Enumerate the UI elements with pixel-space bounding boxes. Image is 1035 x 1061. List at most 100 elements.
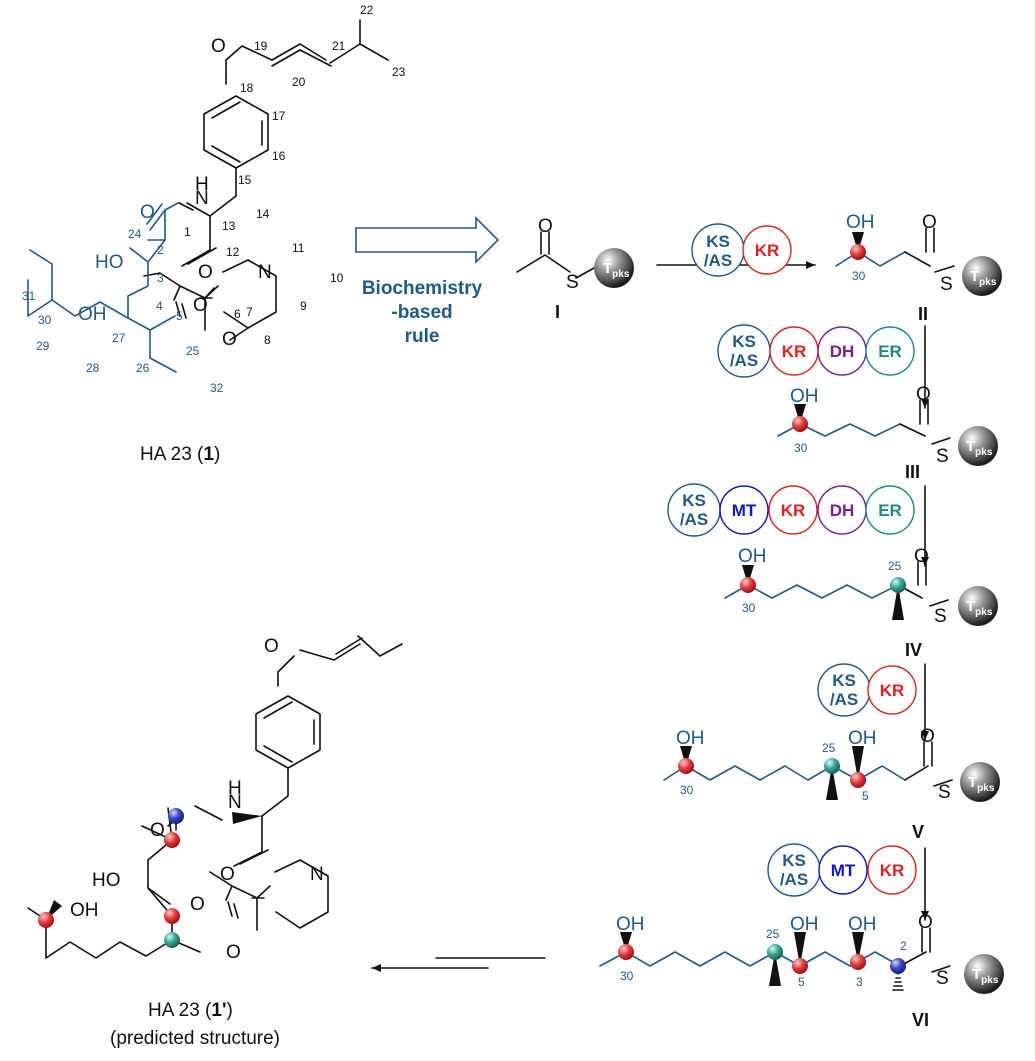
- intermediate-V: OH OH 30 25 5 O S Tpks V: [663, 726, 1000, 842]
- atom-o-ester: O: [193, 295, 208, 316]
- svg-text:ER: ER: [878, 342, 902, 361]
- compound-1-atom-labels: N H O O N O O O HO OH: [78, 36, 272, 350]
- num-5: 5: [176, 309, 183, 323]
- num-c30: 30: [852, 269, 866, 283]
- svg-text:N: N: [310, 864, 324, 885]
- num-11: 11: [292, 241, 305, 255]
- svg-text:KR: KR: [782, 342, 807, 361]
- tpks-label: Tpks: [603, 260, 630, 280]
- num-25: 25: [186, 344, 200, 358]
- num-20: 20: [292, 75, 306, 89]
- compound-1p-subcaption: (predicted structure): [110, 1028, 280, 1049]
- module-3-enzymes: KS /AS MT KR DH ER: [667, 483, 915, 537]
- svg-text:S: S: [936, 446, 949, 467]
- svg-text:OH: OH: [738, 546, 767, 567]
- tpks-ball-II: [962, 256, 1002, 296]
- atom-ho-c3: HO: [95, 252, 124, 273]
- svg-text:2: 2: [900, 939, 907, 953]
- atom-h-amide: H: [195, 174, 209, 195]
- enz-as: /AS: [704, 251, 732, 270]
- num-17: 17: [272, 109, 286, 123]
- svg-text:O: O: [914, 546, 929, 567]
- svg-text:O: O: [920, 726, 935, 747]
- svg-text:OH: OH: [616, 914, 645, 935]
- svg-text:Tpks: Tpks: [972, 966, 999, 986]
- svg-text:3: 3: [856, 975, 863, 989]
- svg-text:/AS: /AS: [730, 351, 758, 370]
- svg-text:KS: KS: [732, 332, 756, 351]
- compound-1p-atom-labels: N H O O O N HO O O OH: [70, 636, 324, 963]
- intermediate-IV: OH 30 25 O S Tpks IV: [724, 546, 998, 660]
- num-27: 27: [112, 331, 126, 345]
- num-26: 26: [136, 361, 150, 375]
- num-8: 8: [264, 333, 271, 347]
- atom-n-amide: N: [195, 188, 209, 209]
- compound-1p-structure: [27, 635, 403, 959]
- svg-text:30: 30: [680, 783, 694, 797]
- num-7: 7: [246, 305, 253, 319]
- svg-text:N: N: [228, 792, 242, 813]
- num-12: 12: [226, 245, 240, 259]
- intermediate-III: OH 30 O S Tpks III: [777, 384, 998, 482]
- num-3: 3: [157, 271, 164, 285]
- num-22: 22: [360, 3, 374, 17]
- svg-text:S: S: [934, 606, 947, 627]
- tpks-ball-I: [594, 248, 634, 288]
- rule-label-line-1: Biochemistry: [362, 278, 483, 299]
- atom-oh: OH: [846, 212, 875, 233]
- svg-text:HO: HO: [92, 870, 121, 891]
- svg-text:Tpks: Tpks: [970, 268, 997, 288]
- svg-text:/AS: /AS: [680, 510, 708, 529]
- num-23: 23: [392, 65, 406, 79]
- tpks-ball-V: [960, 762, 1000, 802]
- svg-text:KR: KR: [880, 861, 905, 880]
- num-15: 15: [238, 173, 252, 187]
- atom-oh-c30: OH: [78, 304, 107, 325]
- num-31: 31: [22, 289, 36, 303]
- svg-text:5: 5: [862, 789, 869, 803]
- rule-label-line-3: rule: [405, 326, 440, 347]
- num-1: 1: [184, 225, 191, 239]
- svg-text:S: S: [936, 968, 949, 989]
- num-6: 6: [234, 307, 241, 321]
- svg-text:OH: OH: [790, 386, 819, 407]
- rule-label-line-2: -based: [391, 302, 452, 323]
- svg-text:O: O: [150, 820, 165, 841]
- enz-ks: KS: [706, 232, 730, 251]
- svg-text:O: O: [264, 636, 279, 657]
- svg-text:OH: OH: [790, 914, 819, 935]
- svg-text:KR: KR: [781, 501, 806, 520]
- label-III: III: [905, 462, 920, 482]
- svg-text:25: 25: [766, 927, 780, 941]
- num-21: 21: [332, 39, 346, 53]
- svg-text:30: 30: [620, 969, 634, 983]
- num-14: 14: [256, 207, 270, 221]
- label-I: I: [555, 302, 560, 322]
- svg-text:/AS: /AS: [780, 870, 808, 889]
- svg-text:5: 5: [798, 975, 805, 989]
- module-5-enzymes: KS /AS MT KR: [767, 843, 917, 897]
- label-V: V: [912, 822, 924, 842]
- atom-o-c6: O: [222, 329, 237, 350]
- num-9: 9: [300, 299, 307, 313]
- num-30: 30: [38, 313, 52, 327]
- svg-text:DH: DH: [830, 342, 855, 361]
- svg-text:O: O: [916, 384, 931, 405]
- svg-text:DH: DH: [830, 501, 855, 520]
- svg-text:H: H: [228, 778, 242, 799]
- num-32: 32: [210, 381, 224, 395]
- svg-text:O: O: [918, 912, 933, 933]
- num-29: 29: [36, 339, 50, 353]
- module-1-enzymes: KS /AS KR: [691, 223, 792, 277]
- tpks-ball-IV: [958, 586, 998, 626]
- svg-text:KS: KS: [782, 851, 806, 870]
- module-2-enzymes: KS /AS KR DH ER: [717, 324, 915, 378]
- svg-text:30: 30: [794, 441, 808, 455]
- svg-text:KS: KS: [682, 491, 706, 510]
- module-4-enzymes: KS /AS KR: [817, 663, 917, 717]
- svg-text:KR: KR: [880, 681, 905, 700]
- atom-s: S: [940, 274, 953, 295]
- num-4: 4: [156, 299, 163, 313]
